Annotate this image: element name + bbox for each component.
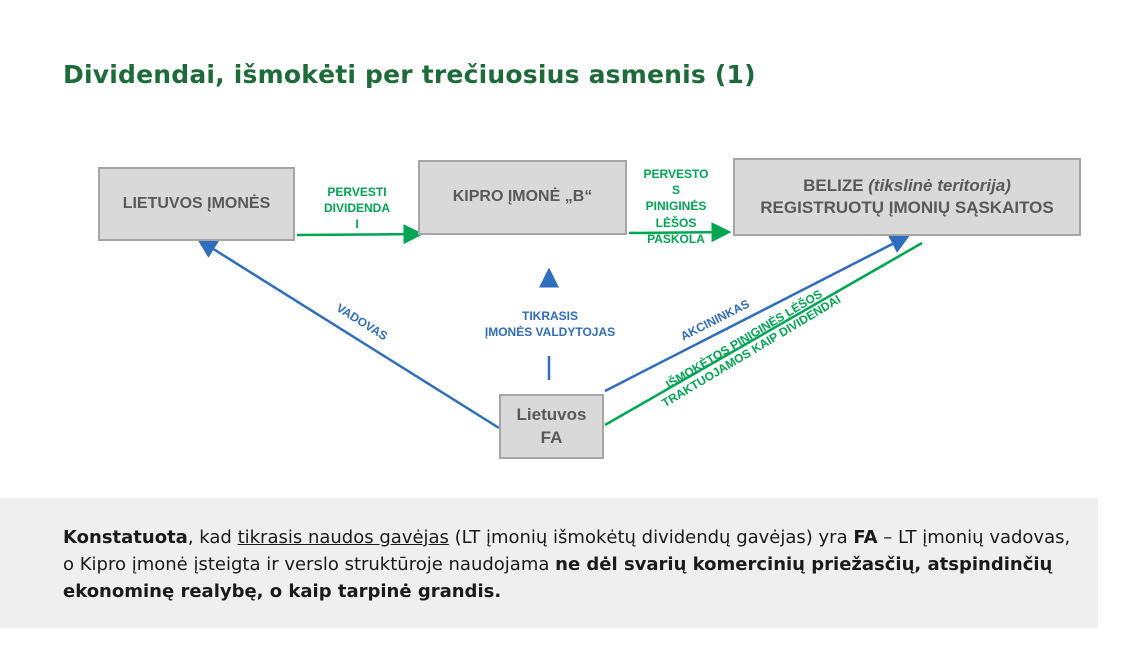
box-cyprus-company: KIPRO ĮMONĖ „B“ [418,160,627,235]
belize-italic: (tikslinė teritorija) [868,175,1011,195]
conclusion-text: Konstatuota, kad tikrasis naudos gavėjas… [63,524,1073,605]
conclusion-lead: Konstatuota [63,527,188,548]
box-lt-companies-label: LIETUVOS ĮMONĖS [122,194,271,212]
page-title: Dividendai, išmokėti per trečiuosius asm… [63,60,756,89]
conclusion-part-2: , kad [187,527,238,548]
conclusion-panel: Konstatuota, kad tikrasis naudos gavėjas… [0,498,1098,628]
label-real-manager-1: TIKRASIS [521,309,578,323]
conclusion-part-6: – LT įmonių vadovas, o Kipro įmonė įstei… [63,527,1071,575]
fa-line2: FA [540,427,563,447]
conclusion-fa: FA [853,527,878,548]
line-belize-to-fa-dividends [604,241,923,427]
box-lt-fa: Lietuvos FA [499,394,604,459]
label-transfer-funds: PERVESTO S PINIGINĖS LĖŠOS PASKOLA [633,166,719,247]
label-transfer-dividends-3: I [355,217,359,232]
label-transfer-dividends: PERVESTI DIVIDENDA I [312,184,402,233]
box-belize-accounts: BELIZE (tikslinė teritorija) REGISTRUOTŲ… [733,158,1081,236]
arrow-fa-to-belize-shareholder [604,234,911,393]
arrow-lt-to-cyprus [296,224,424,245]
label-transfer-dividends-2: DIVIDENDA [323,201,390,216]
label-transfer-funds-1: PERVESTO [643,167,709,181]
conclusion-part-4: (LT įmonių išmokėtų dividendų gavėjas) y… [448,527,854,548]
box-lt-companies: LIETUVOS ĮMONĖS [98,167,295,241]
label-transfer-funds-2: S [671,183,680,198]
arrow-fa-to-lt-manager [196,238,500,430]
label-transfer-dividends-1: PERVESTI [327,185,387,199]
belize-prefix: BELIZE [803,175,869,195]
label-transfer-funds-3: PINIGINĖS [645,199,707,214]
label-real-manager: TIKRASIS ĮMONĖS VALDYTOJAS [470,308,630,340]
conclusion-beneficiary: tikrasis naudos gavėjas [237,527,449,548]
label-transfer-funds-4: LĖŠOS [655,215,697,230]
conclusion-emphasis: ne dėl svarių komercinių priežasčių, ats… [63,554,1053,602]
label-real-manager-2: ĮMONĖS VALDYTOJAS [484,325,616,340]
label-transfer-funds-5: PASKOLA [647,231,705,246]
box-cyprus-label: KIPRO ĮMONĖ „B“ [452,188,593,206]
fa-line1: Lietuvos [516,405,587,425]
belize-line2: REGISTRUOTŲ ĮMONIŲ SĄSKAITOS [760,198,1054,217]
arrow-cyprus-to-belize [628,222,732,243]
